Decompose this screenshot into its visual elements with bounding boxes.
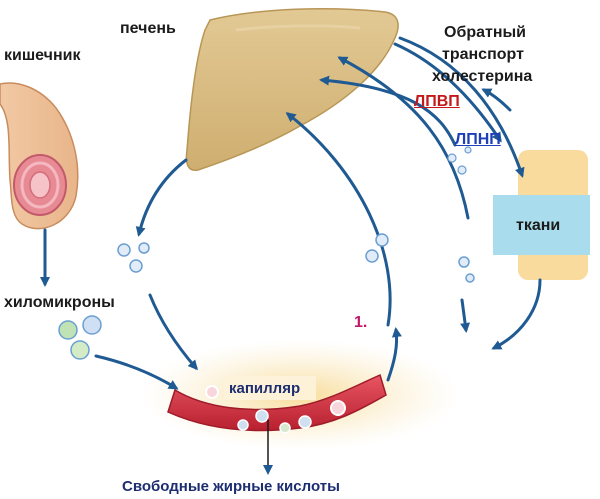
arrow-left-arc-to-capillary (148, 293, 198, 371)
arrow-liver-to-ldl (393, 42, 502, 143)
intestine-label: кишечник (4, 47, 81, 64)
liver-organ (185, 7, 399, 172)
hdl-label: ЛПВП (414, 93, 460, 110)
arrow-tissue-down-to-capillary (491, 278, 542, 350)
arrow-liver-down-left (135, 158, 188, 237)
liver-label: печень (120, 20, 176, 37)
reverse-transport-line-1: Обратный (444, 24, 526, 41)
reverse-transport-line-2: транспорт (442, 46, 524, 63)
reverse-transport-line-3: холестерина (432, 68, 533, 85)
flow-arrows (40, 36, 542, 475)
arrow-tissue-to-liver-outer (337, 56, 470, 220)
capillary-vessel (140, 340, 460, 450)
arrow-hdl-to-liver (319, 75, 457, 147)
step-number-label: 1. (354, 314, 368, 331)
tissues-label: ткани (516, 217, 561, 234)
tissue-block (493, 150, 590, 280)
intestine-organ (0, 82, 79, 230)
arrow-capillary-right-down (460, 298, 471, 333)
particle-clusters (58, 146, 475, 360)
arrow-right-arc-to-liver (285, 112, 392, 327)
capillary-label: капилляр (229, 380, 301, 397)
arrow-tissue-to-hdl (481, 88, 512, 112)
fatty-acids-label: Свободные жирные кислоты (122, 478, 340, 495)
arrow-chylomicrons-to-capillary (94, 354, 179, 390)
chylomicrons-label: хиломикроны (4, 294, 115, 311)
arrow-liver-to-tissue (398, 36, 525, 178)
arrow-capillary-up (386, 327, 402, 382)
ldl-label: ЛПНП (455, 131, 501, 148)
